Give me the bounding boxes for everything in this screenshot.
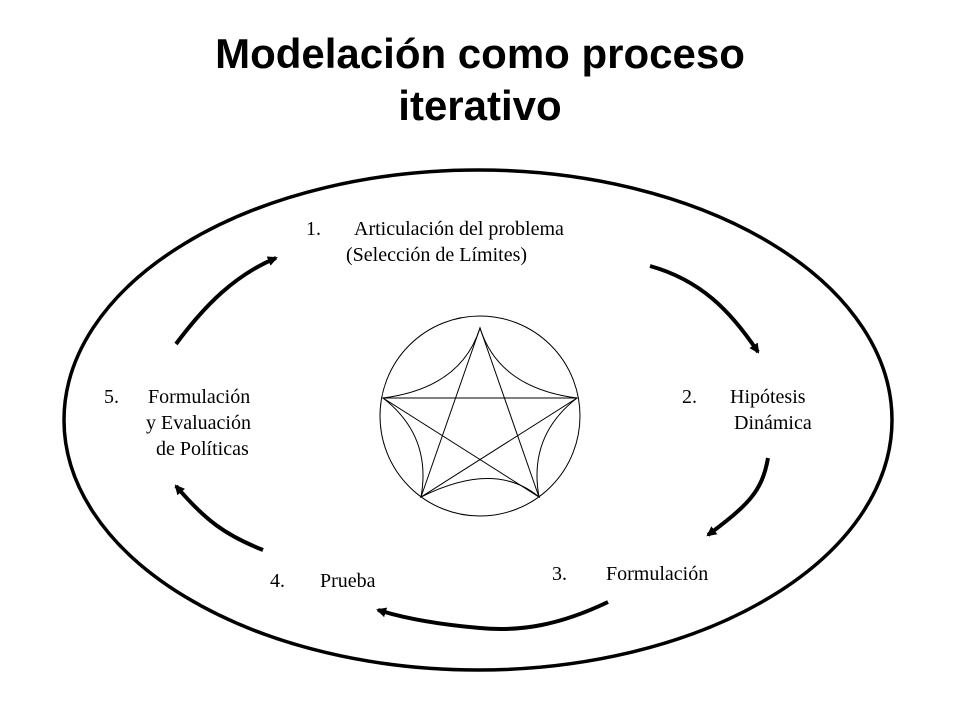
step-2-line-2: Dinámica: [734, 412, 812, 434]
step-5-line-2: y Evaluación: [146, 412, 251, 434]
step-5-label: 5. Formulación y Evaluación de Políticas: [104, 384, 251, 462]
step-4-number: 4.: [270, 570, 285, 592]
step-3-line-1: Formulación: [606, 563, 709, 585]
step-5-line-3: de Políticas: [156, 438, 249, 460]
step-1-number: 1.: [306, 218, 321, 240]
step-2-number: 2.: [682, 386, 697, 408]
arrow-5-to-1: [174, 256, 278, 346]
step-3-label: 3. Formulación: [552, 561, 708, 587]
step-4-label: 4. Prueba: [270, 568, 376, 594]
step-5-number: 5.: [104, 386, 119, 408]
arrow-2-to-3: [706, 457, 770, 537]
arrow-1-to-2: [649, 264, 760, 354]
step-2-line-1: Hipótesis: [730, 386, 806, 408]
step-1-line-1: Articulación del problema: [354, 218, 564, 240]
arrow-3-to-4: [376, 600, 609, 632]
page-title: Modelación como proceso iterativo: [0, 28, 960, 132]
step-1-line-2: (Selección de Límites): [346, 244, 528, 266]
pentagram-emblem-icon: [379, 315, 581, 517]
step-3-number: 3.: [552, 563, 567, 585]
step-4-line-1: Prueba: [320, 570, 376, 592]
step-2-label: 2. Hipótesis Dinámica: [682, 384, 812, 436]
step-5-line-1: Formulación: [148, 386, 251, 408]
step-1-label: 1. Articulación del problema (Selección d…: [306, 216, 564, 268]
title-line-1: Modelación como proceso: [215, 30, 745, 77]
outer-ellipse: [62, 168, 894, 672]
arrow-4-to-5: [174, 484, 264, 552]
title-line-2: iterativo: [398, 82, 562, 129]
